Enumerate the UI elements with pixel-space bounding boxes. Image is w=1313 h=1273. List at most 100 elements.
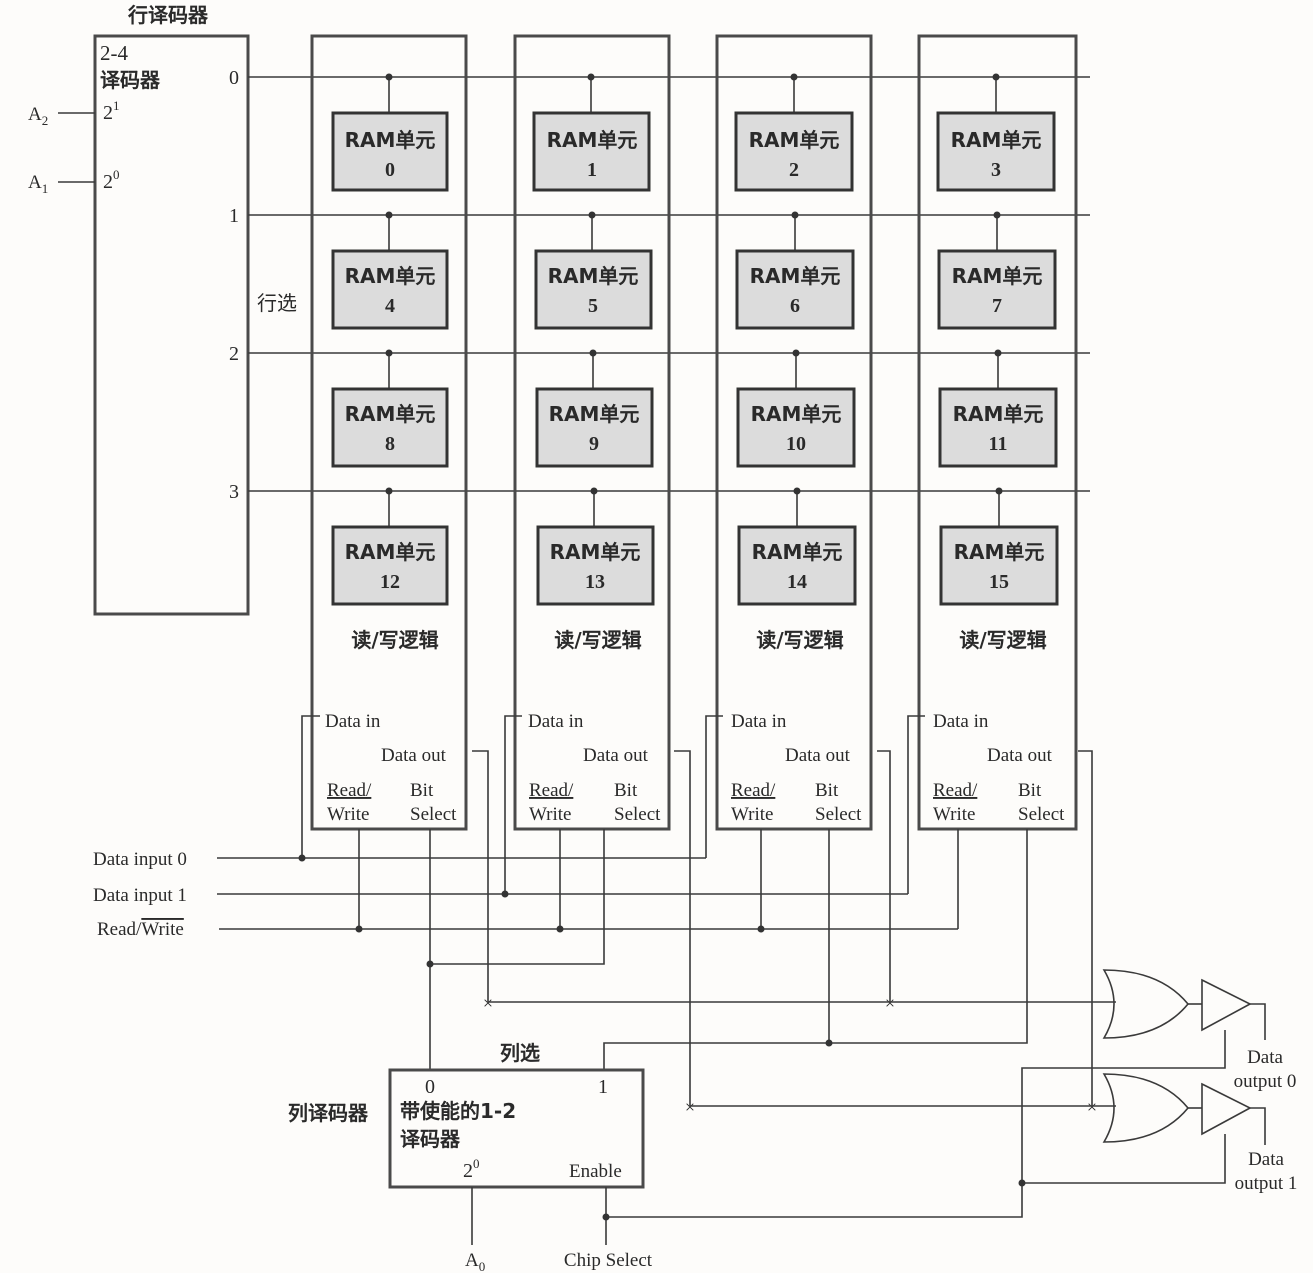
data-output-1-line1: Data: [1248, 1149, 1284, 1170]
memory-column-2: RAM单元 2 RAM单元 6 RAM单元 10 RAM单元 14 读/写逻辑 …: [715, 34, 873, 831]
write-label: Write: [327, 804, 370, 825]
enable-label: Enable: [569, 1161, 622, 1182]
ram-cell-3: [936, 111, 1056, 192]
data-out-label: Data out: [785, 745, 851, 766]
svg-text:RAM单元: RAM单元: [951, 128, 1042, 152]
buffer-1: [1201, 1082, 1252, 1136]
row-decoder-name-line1: 2-4: [100, 41, 128, 65]
row-output-1: 1: [229, 205, 239, 227]
ram-cell-number: 1: [587, 159, 597, 181]
weight-2-0: 20: [103, 167, 120, 193]
svg-text:RAM单元: RAM单元: [952, 264, 1043, 288]
rw-logic-label: 读/写逻辑: [756, 628, 843, 652]
svg-text:RAM单元: RAM单元: [751, 402, 842, 426]
svg-text:RAM单元: RAM单元: [345, 402, 436, 426]
ram-cell-8: [331, 387, 449, 468]
column-decoder-name-line2: 译码器: [400, 1127, 461, 1151]
data-output-0-line1: Data: [1247, 1047, 1283, 1068]
ram-cell-5: [534, 249, 653, 330]
input-a1-label: A1: [28, 172, 48, 196]
data-out-label: Data out: [583, 745, 649, 766]
bit-label: Bit: [614, 780, 638, 801]
ram-cell-15: [939, 525, 1059, 606]
ram-cell-number: 3: [991, 159, 1001, 181]
ram-cell-12: [331, 525, 449, 606]
bit-label: Bit: [410, 780, 434, 801]
ram-cell-10: [736, 387, 856, 468]
svg-text:RAM单元: RAM单元: [548, 264, 639, 288]
ram-cell-number: 2: [789, 159, 799, 181]
read-label: Read/: [731, 780, 776, 801]
rw-logic-label: 读/写逻辑: [959, 628, 1046, 652]
memory-column-0: RAM单元 0 RAM单元 4 RAM单元 8 RAM单元 12 读/写逻辑 D…: [310, 34, 468, 831]
ram-cell-4: [331, 249, 449, 330]
svg-text:×: ×: [1087, 1097, 1097, 1117]
data-input-1-label: Data input 1: [93, 885, 187, 906]
memory-column-3: RAM单元 3 RAM单元 7 RAM单元 11 RAM单元 15 读/写逻辑 …: [917, 34, 1078, 831]
ram-cell-number: 15: [989, 571, 1009, 593]
data-input-0-label: Data input 0: [93, 849, 187, 870]
input-a2-label: A2: [28, 104, 48, 128]
svg-text:RAM单元: RAM单元: [750, 264, 841, 288]
input-a0-label: A0: [465, 1250, 485, 1273]
column-decoder-weight: 20: [463, 1156, 480, 1182]
read-write-label: Read/Write: [97, 919, 184, 940]
ram-cell-number: 12: [380, 571, 400, 593]
select-label: Select: [1018, 804, 1065, 825]
select-label: Select: [410, 804, 457, 825]
ram-cell-number: 6: [790, 295, 800, 317]
svg-text:×: ×: [885, 993, 895, 1013]
column-decoder-side-label: 列译码器: [288, 1101, 369, 1125]
svg-text:×: ×: [483, 993, 493, 1013]
ram-cell-number: 13: [585, 571, 605, 593]
ram-cell-number: 0: [385, 159, 395, 181]
data-in-label: Data in: [731, 711, 787, 732]
write-label: Write: [731, 804, 774, 825]
ram-cell-2: [734, 111, 854, 192]
or-gate-0: [1102, 969, 1190, 1039]
rw-logic-label: 读/写逻辑: [554, 628, 641, 652]
row-output-2: 2: [229, 343, 239, 365]
row-decoder-title: 行译码器: [127, 3, 209, 27]
column-2-frame: [715, 34, 873, 831]
ram-cell-14: [737, 525, 857, 606]
data-out-label: Data out: [987, 745, 1053, 766]
ram-cell-11: [938, 387, 1058, 468]
ram-cell-number: 5: [588, 295, 598, 317]
write-label: Write: [933, 804, 976, 825]
svg-text:RAM单元: RAM单元: [345, 128, 436, 152]
column-decoder-out-0: 0: [425, 1076, 435, 1098]
read-label: Read/: [327, 780, 372, 801]
ram-cell-7: [937, 249, 1057, 330]
data-output-1-line2: output 1: [1235, 1173, 1298, 1194]
bit-label: Bit: [815, 780, 839, 801]
svg-text:×: ×: [685, 1097, 695, 1117]
svg-text:RAM单元: RAM单元: [345, 540, 436, 564]
chip-select-label: Chip Select: [564, 1250, 653, 1271]
row-select-label: 行选: [257, 291, 297, 315]
column-0-frame: [310, 34, 468, 831]
ram-cell-number: 4: [385, 295, 395, 317]
ram-cell-number: 11: [989, 433, 1008, 455]
ram-cell-number: 14: [787, 571, 807, 593]
svg-text:RAM单元: RAM单元: [550, 540, 641, 564]
data-in-label: Data in: [325, 711, 381, 732]
svg-text:RAM单元: RAM单元: [549, 402, 640, 426]
ram-cell-number: 8: [385, 433, 395, 455]
column-decoder-name-line1: 带使能的1-2: [400, 1099, 516, 1123]
or-gate-1: [1102, 1073, 1190, 1143]
write-label: Write: [529, 804, 572, 825]
svg-text:RAM单元: RAM单元: [547, 128, 638, 152]
column-decoder-box: [388, 1068, 645, 1189]
svg-text:RAM单元: RAM单元: [752, 540, 843, 564]
weight-2-1: 21: [103, 98, 120, 124]
column-decoder-out-1: 1: [598, 1076, 608, 1098]
svg-text:RAM单元: RAM单元: [345, 264, 436, 288]
ram-cell-number: 7: [992, 295, 1002, 317]
column-1-frame: [513, 34, 671, 831]
row-decoder-box: [93, 34, 250, 616]
ram-cell-number: 9: [589, 433, 599, 455]
svg-text:RAM单元: RAM单元: [749, 128, 840, 152]
ram-cell-13: [536, 525, 655, 606]
